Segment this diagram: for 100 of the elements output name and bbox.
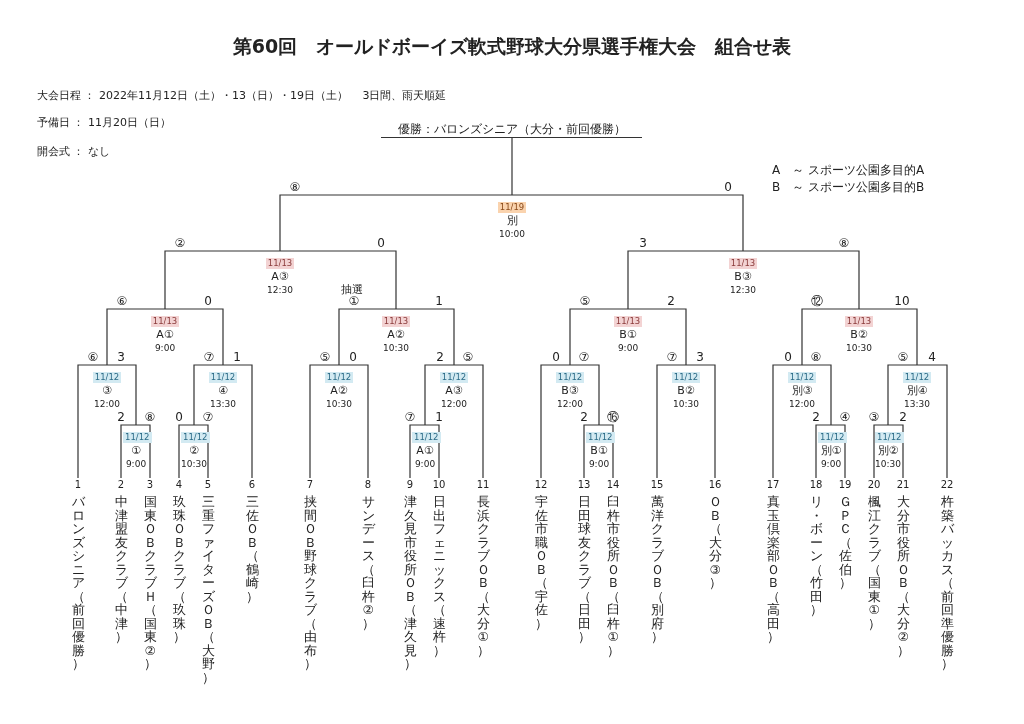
bracket-line: [583, 424, 600, 479]
bracket-line: [801, 308, 860, 366]
score-label: ③: [867, 410, 881, 424]
venue-label: ④: [217, 384, 229, 398]
entry-number: 13: [576, 478, 592, 491]
score-label: ⑧: [837, 236, 851, 250]
venue-label: 別: [505, 214, 519, 228]
entry-number: 10: [431, 478, 447, 491]
score-label: ⑧: [143, 410, 157, 424]
venue-label: B③: [560, 384, 580, 398]
team-name: ＯＢ（大分③）: [708, 495, 722, 590]
time-label: 9:00: [616, 342, 640, 354]
score-label: ⑤: [578, 294, 592, 308]
bracket-line: [409, 424, 426, 479]
entry-number: 22: [939, 478, 955, 491]
team-name: 国東ＯＢクラブＨ（国東②）: [143, 495, 157, 671]
venue-label: B②: [676, 384, 696, 398]
bracket-line: [627, 308, 687, 366]
time-label: 10:30: [325, 398, 353, 410]
score-label: 2: [898, 410, 908, 424]
bracket-line: [511, 194, 744, 252]
score-label: ⑥: [86, 350, 100, 364]
score-label: 0: [783, 350, 793, 364]
team-name: 津久見市役所ＯＢ（津久見）: [403, 495, 417, 671]
bracket-line: [656, 364, 687, 479]
score-label: 3: [116, 350, 126, 364]
date-badge: 11/12: [818, 432, 847, 443]
venue-label: 別③: [790, 384, 814, 398]
bracket-line: [627, 250, 744, 310]
score-label: ⑦: [403, 410, 417, 424]
bracket-line: [511, 137, 513, 196]
score-label: 1: [232, 350, 242, 364]
score-label: 2: [116, 410, 126, 424]
score-label: 0: [203, 294, 213, 308]
team-name: バロンズシニア（前回優勝）: [71, 495, 85, 671]
venue-label: A①: [415, 444, 435, 458]
team-name: 杵築バッカス（前回準優勝）: [940, 495, 954, 671]
bracket-line: [569, 308, 629, 366]
score-label: 3: [638, 236, 648, 250]
info-line: 開会式 ： なし: [37, 145, 110, 158]
bracket-line: [164, 308, 224, 366]
score-label: ⑦: [202, 350, 216, 364]
date-badge: 11/12: [902, 372, 932, 383]
bracket-line: [742, 250, 860, 310]
score-label: ⑫: [810, 294, 824, 308]
bracket-line: [772, 364, 803, 479]
venue-label: B①: [589, 444, 609, 458]
entry-number: 14: [605, 478, 621, 491]
entry-number: 3: [145, 478, 155, 491]
time-label: 10:30: [875, 458, 901, 470]
score-label: ⑤: [461, 350, 475, 364]
date-badge: 11/12: [92, 372, 122, 383]
team-name: 臼杵市役所ＯＢ（臼杵①）: [606, 495, 620, 657]
date-badge: 11/12: [555, 372, 585, 383]
score-label: ⑥: [115, 294, 129, 308]
score-label: 1: [434, 294, 444, 308]
date-badge: 11/12: [586, 432, 615, 443]
bracket-line: [279, 250, 397, 310]
time-label: 9:00: [124, 458, 148, 470]
score-label: ⑤: [318, 350, 332, 364]
entry-number: 15: [649, 478, 665, 491]
date-badge: 11/12: [671, 372, 701, 383]
score-label: 2: [579, 410, 589, 424]
entry-number: 4: [174, 478, 184, 491]
bracket-line: [858, 308, 918, 366]
venue-label: ①: [130, 444, 142, 458]
venue-label: A②: [386, 328, 406, 342]
score-label: 2: [666, 294, 676, 308]
team-name: 中津盟友クラブ（中津）: [114, 495, 128, 644]
date-badge: 11/12: [439, 372, 469, 383]
score-label: 3: [695, 350, 705, 364]
date-badge: 11/13: [613, 316, 643, 327]
time-label: 12:00: [440, 398, 468, 410]
team-name: 日出フェニックス（速杵）: [432, 495, 446, 657]
team-name: サンデース（臼杵②）: [361, 495, 375, 630]
entry-number: 20: [866, 478, 882, 491]
score-label: 0: [376, 236, 386, 250]
score-label: 10: [893, 294, 911, 308]
bracket-line: [135, 424, 151, 479]
time-label: 13:30: [903, 398, 931, 410]
venue-label: B①: [618, 328, 638, 342]
bracket-line: [887, 364, 918, 426]
entry-number: 9: [405, 478, 415, 491]
team-name: 三佐ＯＢ（鶴崎）: [245, 495, 259, 603]
entry-number: 5: [203, 478, 213, 491]
time-label: 9:00: [819, 458, 843, 470]
bracket-line: [309, 364, 340, 479]
venue-key: B ～ スポーツ公園多目的B: [772, 180, 925, 195]
entry-number: 17: [765, 478, 781, 491]
team-name: 宇佐市職ＯＢ（宇佐）: [534, 495, 548, 630]
team-name: 長浜クラブＯＢ（大分①）: [476, 495, 490, 657]
bracket-line: [279, 194, 513, 252]
venue-label: 別①: [819, 444, 843, 458]
time-label: 12:00: [556, 398, 584, 410]
time-label: 10:00: [498, 228, 526, 240]
entry-number: 6: [247, 478, 257, 491]
time-label: 10:30: [382, 342, 410, 354]
entry-number: 16: [707, 478, 723, 491]
team-name: 日田球友クラブ（日田）: [577, 495, 591, 644]
score-label: ⑦: [201, 410, 215, 424]
